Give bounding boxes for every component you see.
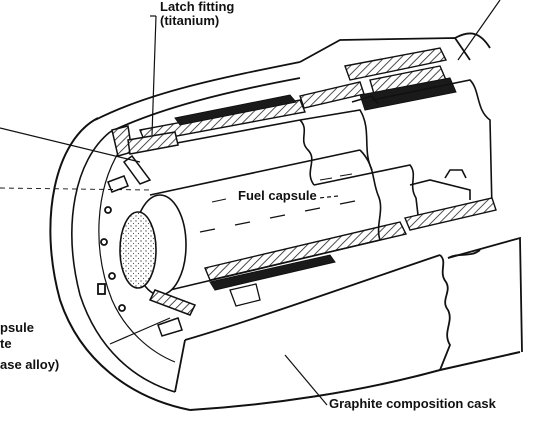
capsule-end-cap <box>119 211 157 289</box>
latch-leader <box>151 15 157 136</box>
left-top-leader <box>0 127 141 163</box>
latch-fitting-label: Latch fitting (titanium) <box>160 0 234 28</box>
latch-fitting-label-line2: (titanium) <box>160 13 220 28</box>
outer-cask <box>49 32 523 411</box>
top-right-leader <box>457 0 501 61</box>
left-partial-label-line3: ase alloy) <box>0 357 60 372</box>
left-partial-label-line2: te <box>0 336 12 351</box>
latch-fitting <box>107 125 197 337</box>
left-partial-label-line1: psule <box>0 320 34 335</box>
left-partial-label: psule te ase alloy) <box>0 321 59 372</box>
cask-leader <box>284 354 328 406</box>
latch-fitting-label-line1: Latch fitting <box>160 0 235 14</box>
fuel-capsule-label: Fuel capsule <box>236 188 319 203</box>
graphite-cask-label: Graphite composition cask <box>329 396 496 411</box>
lower-sleeve-wall <box>204 197 497 307</box>
left-bottom-leader <box>109 317 171 345</box>
upper-sleeve-wall <box>139 47 457 143</box>
